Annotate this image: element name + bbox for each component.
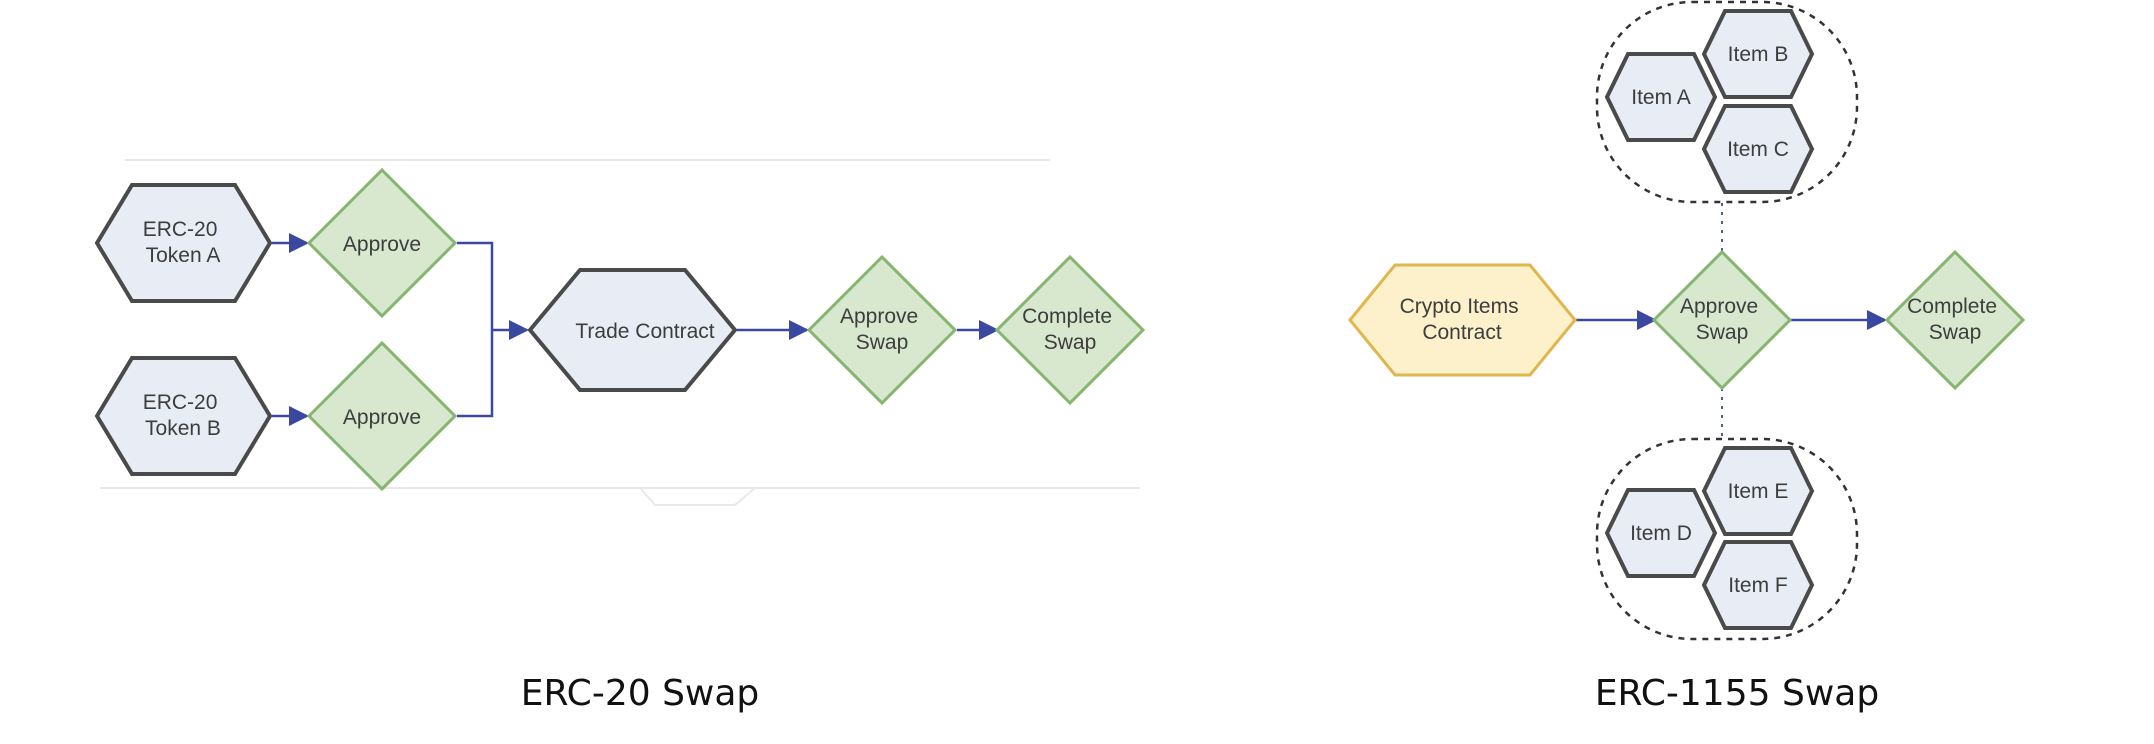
erc1155-complete-swap-shape (1884, 249, 2026, 391)
erc20-complete-swap-node: Complete Swap (994, 254, 1146, 406)
erc1155-complete-swap-line2: Swap (1929, 321, 1982, 344)
item-e-label: Item E (1728, 480, 1789, 503)
item-b-shape (1701, 9, 1815, 99)
erc20-complete-swap-line1: Complete (1022, 305, 1112, 328)
token-a-shape (94, 183, 273, 303)
bottom-item-group: Item D Item E Item F (1595, 437, 1859, 641)
crypto-items-contract-shape (1348, 263, 1577, 377)
erc20-approve-swap-shape (806, 254, 958, 406)
top-group-boundary (1595, 0, 1859, 204)
approve-b-label: Approve (343, 406, 421, 429)
approve-a-node: Approve (306, 167, 458, 319)
faint-bottom-notch (639, 487, 756, 506)
item-b-node: Item B (1701, 9, 1815, 99)
approve-a-shape (306, 167, 458, 319)
crypto-items-contract-line1: Crypto Items (1400, 295, 1519, 318)
erc20-complete-swap-shape (994, 254, 1146, 406)
approve-b-node: Approve (306, 340, 458, 492)
item-a-node: Item A (1604, 52, 1718, 142)
item-d-label: Item D (1630, 522, 1692, 545)
item-c-label: Item C (1727, 138, 1789, 161)
erc20-approve-swap-line2: Swap (856, 331, 909, 354)
token-b-shape (94, 356, 273, 476)
trade-contract-node: Trade Contract (527, 268, 738, 392)
erc20-complete-swap-line2: Swap (1044, 331, 1097, 354)
item-d-shape (1604, 488, 1718, 578)
item-a-label: Item A (1631, 86, 1691, 109)
item-f-shape (1701, 540, 1815, 630)
erc20-approve-swap-line1: Approve (840, 305, 918, 328)
item-e-node: Item E (1701, 446, 1815, 536)
erc1155-diagram: Item A Item B Item C Item D Item E (1348, 0, 2026, 641)
erc1155-approve-swap-line1: Approve (1680, 295, 1758, 318)
token-a-label-line2: Token A (146, 244, 221, 267)
approve-b-shape (306, 340, 458, 492)
edge-approve-b-to-merge (457, 330, 494, 418)
edge-approve-a-to-merge (457, 241, 494, 330)
item-a-shape (1604, 52, 1718, 142)
trade-contract-shape (527, 268, 738, 392)
erc1155-complete-swap-line1: Complete (1907, 295, 1997, 318)
token-b-label-line1: ERC-20 (143, 391, 218, 414)
token-a-node: ERC-20 Token A (94, 183, 273, 303)
trade-contract-label: Trade Contract (575, 320, 714, 343)
erc1155-complete-swap-node: Complete Swap (1884, 249, 2026, 391)
token-b-label-line2: Token B (145, 417, 221, 440)
item-c-node: Item C (1701, 104, 1815, 194)
caption-erc20-swap: ERC-20 Swap (521, 673, 760, 714)
erc1155-approve-swap-node: Approve Swap (1651, 249, 1793, 391)
item-d-node: Item D (1604, 488, 1718, 578)
crypto-items-contract-label: Crypto Items Contract (1400, 295, 1525, 344)
top-item-group: Item A Item B Item C (1595, 0, 1859, 204)
token-b-label: ERC-20 Token B (143, 391, 224, 440)
bottom-group-boundary (1595, 437, 1859, 641)
item-b-label: Item B (1728, 43, 1789, 66)
caption-erc1155-swap: ERC-1155 Swap (1595, 673, 1879, 714)
approve-a-label: Approve (343, 233, 421, 256)
token-a-label-line1: ERC-20 (143, 218, 218, 241)
erc1155-approve-swap-shape (1651, 249, 1793, 391)
crypto-items-contract-line2: Contract (1422, 321, 1502, 344)
erc20-complete-swap-label: Complete Swap (1022, 305, 1118, 354)
erc1155-approve-swap-label: Approve Swap (1680, 295, 1764, 344)
erc20-approve-swap-node: Approve Swap (806, 254, 958, 406)
token-a-label: ERC-20 Token A (143, 218, 224, 267)
item-e-shape (1701, 446, 1815, 536)
item-f-label: Item F (1728, 574, 1788, 597)
erc20-diagram: ERC-20 Token A ERC-20 Token B Approve Ap… (94, 159, 1146, 506)
erc1155-approve-swap-line2: Swap (1696, 321, 1749, 344)
item-c-shape (1701, 104, 1815, 194)
item-f-node: Item F (1701, 540, 1815, 630)
erc20-approve-swap-label: Approve Swap (840, 305, 924, 354)
token-b-node: ERC-20 Token B (94, 356, 273, 476)
erc1155-complete-swap-label: Complete Swap (1907, 295, 2003, 344)
crypto-items-contract-node: Crypto Items Contract (1348, 263, 1577, 377)
